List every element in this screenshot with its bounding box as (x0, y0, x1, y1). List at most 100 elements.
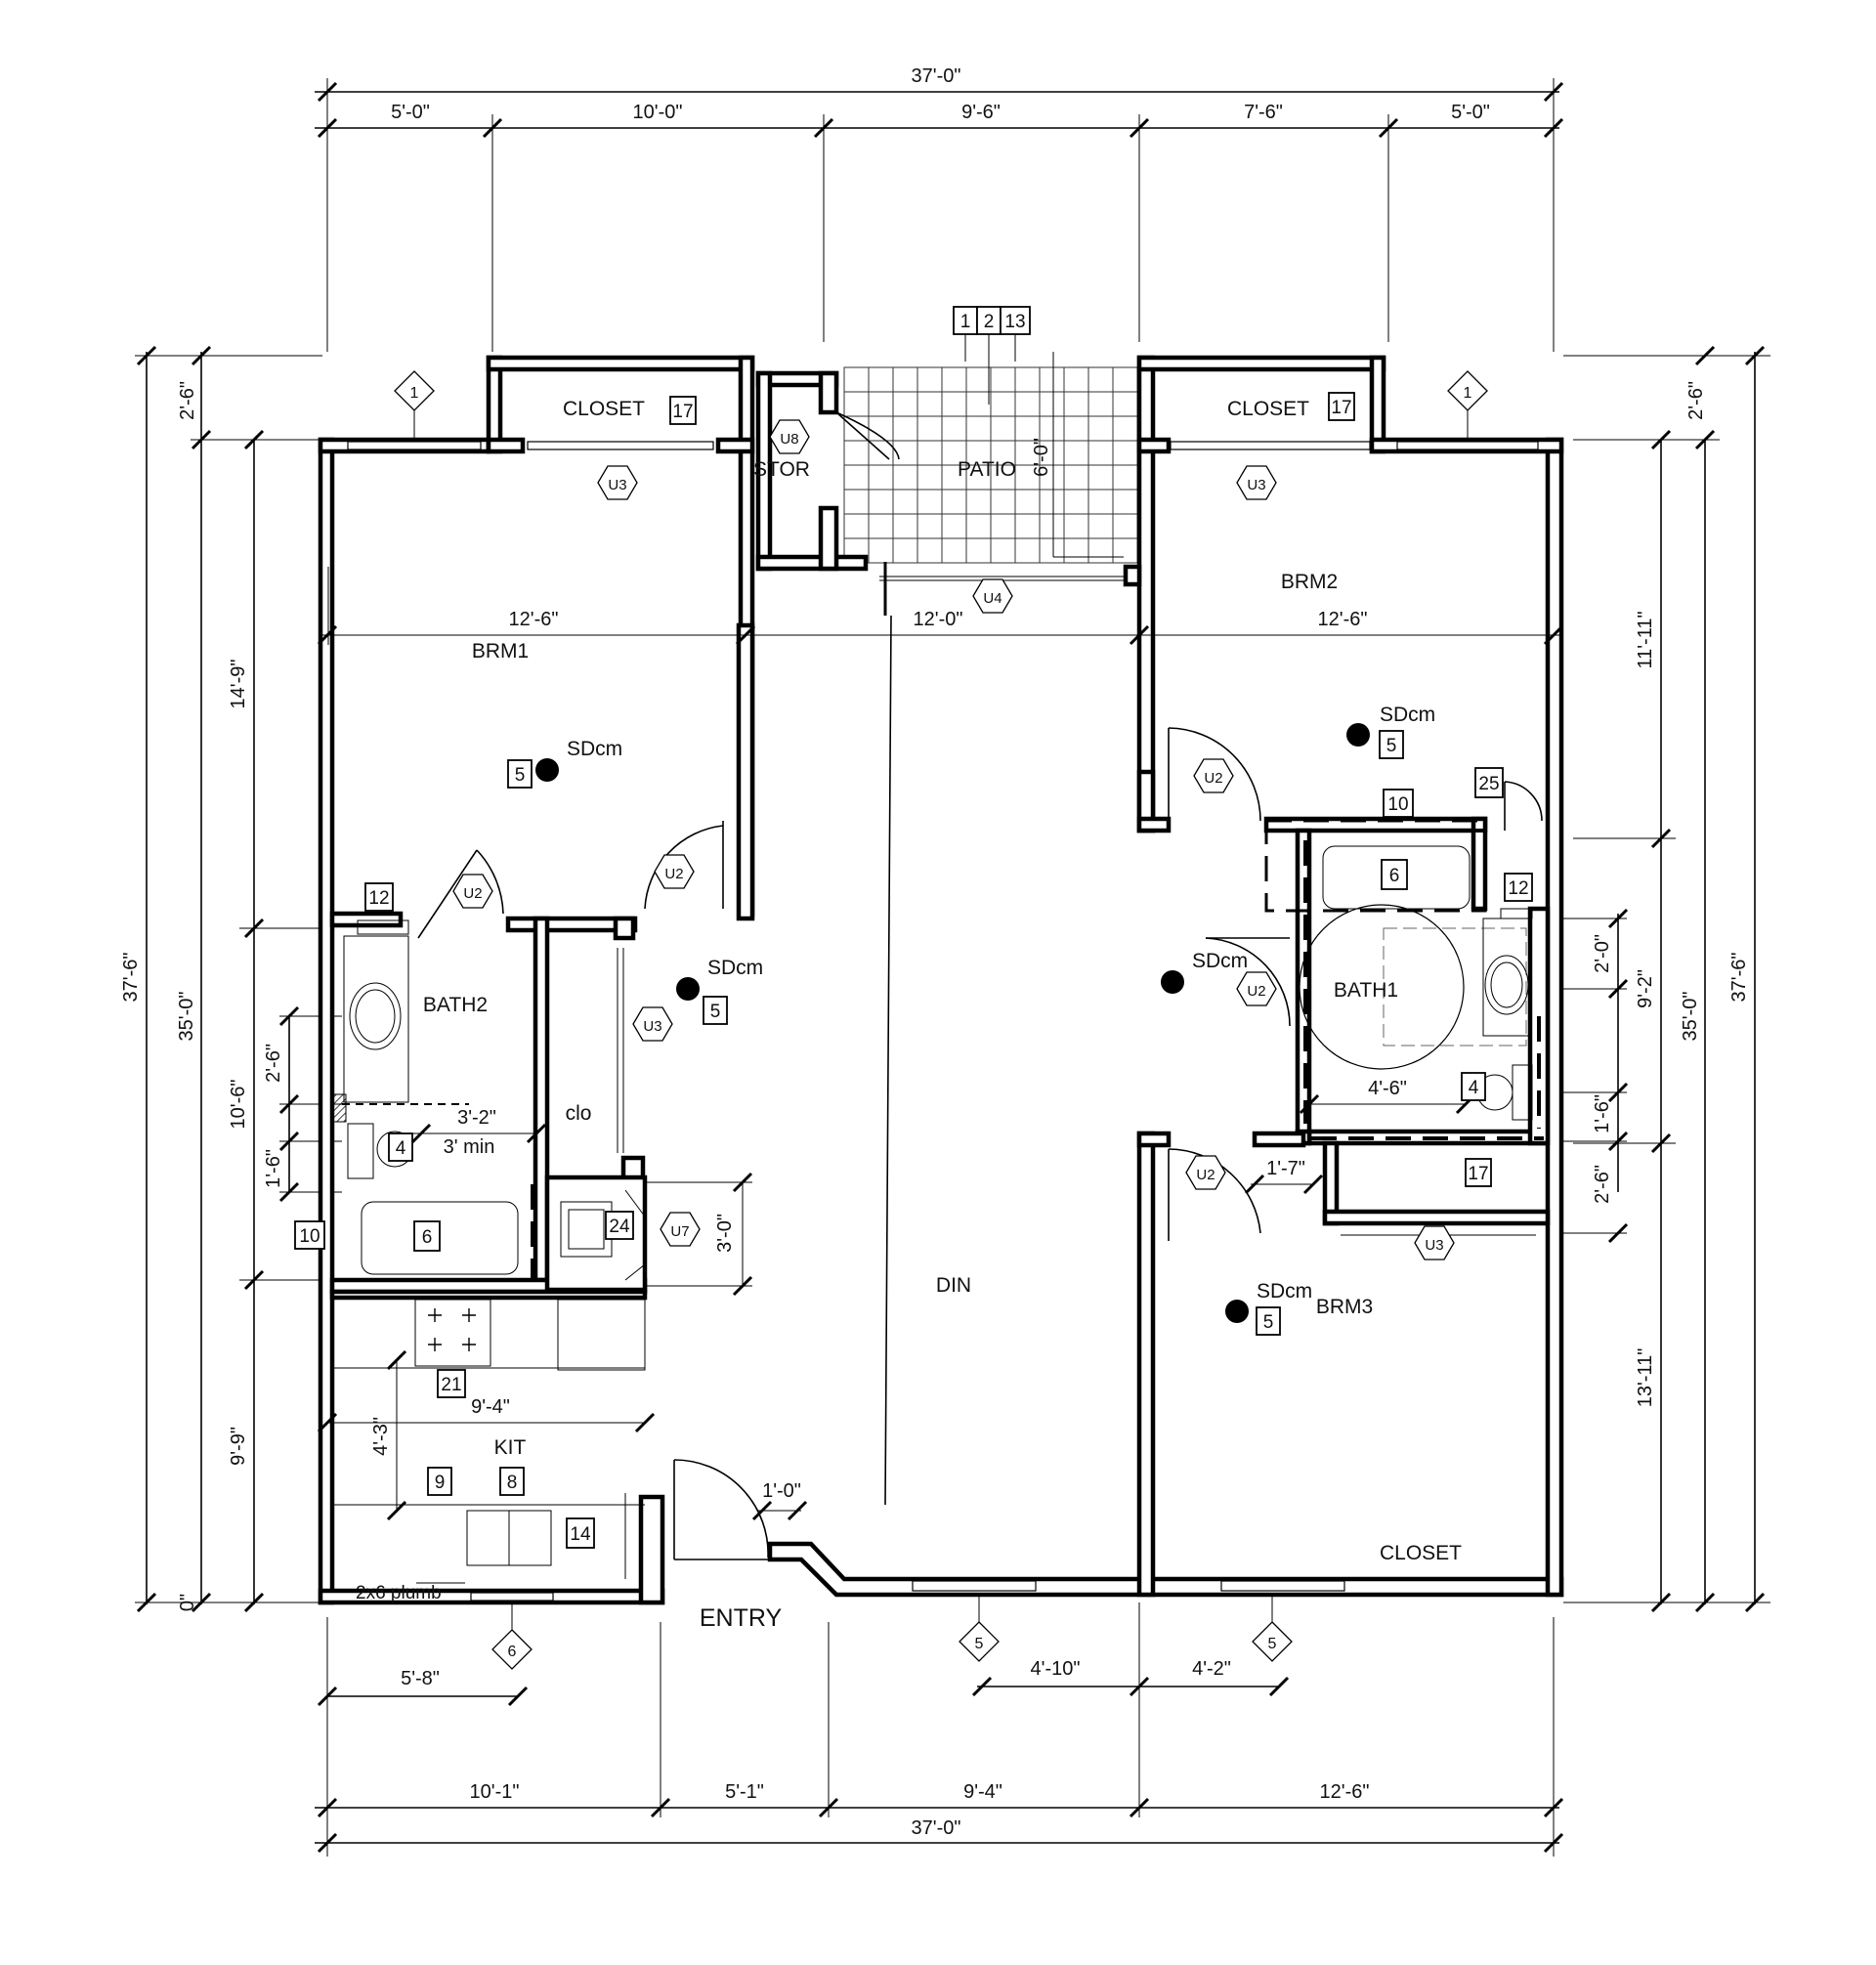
bath2-min-dim: 3' min (444, 1136, 495, 1158)
left-inner-dim-1: 14'-9" (228, 660, 249, 709)
elevation-tag: 1 (1447, 370, 1488, 411)
svg-text:6: 6 (1389, 866, 1400, 886)
elevation-markers: 1 1 6 5 5 (394, 370, 1488, 1670)
key-tag: 12 (1504, 873, 1533, 902)
svg-text:8: 8 (507, 1473, 518, 1493)
top-overall-dim: 37'-0" (912, 65, 961, 87)
hex-tag: U3 (1236, 465, 1277, 500)
door-window-hex-tags: U8 U3 U3 U4 U2 U2 U2 U2 U2 U3 U3 U7 (452, 419, 1455, 1260)
brm3-label: BRM3 (1316, 1296, 1373, 1318)
closet-jamb-dim: 1'-7" (1266, 1158, 1305, 1179)
brm1-label: BRM1 (472, 640, 529, 662)
key-tag: 5 (507, 759, 533, 789)
key-tag: 2 (976, 306, 1002, 335)
left-dimension-lines: 2'-6" 37'-6" 0" 35'-0" 14'-9" 10'-6" 9'-… (120, 345, 342, 1613)
elevation-tag: 5 (1252, 1621, 1293, 1662)
right-outer-dim-overall: 37'-6" (1728, 953, 1750, 1003)
elevation-tag: 6 (491, 1629, 533, 1670)
key-tag: 9 (427, 1467, 452, 1496)
closet-se-label: CLOSET (1380, 1542, 1462, 1564)
svg-text:U3: U3 (643, 1018, 661, 1035)
key-tag: 6 (1381, 859, 1408, 890)
bath1-clear-dim: 4'-6" (1368, 1078, 1407, 1099)
bottom-dim-2: 5'-1" (725, 1781, 764, 1803)
key-tag: 25 (1474, 767, 1504, 798)
smoke-detector-icon (1225, 1300, 1249, 1323)
svg-text:12: 12 (368, 888, 389, 909)
hex-tag: U2 (1193, 758, 1234, 793)
stor-label: STOR (753, 458, 810, 481)
key-tag: 10 (294, 1220, 325, 1250)
key-tag: 17 (669, 396, 697, 425)
sd-label-brm2: SDcm (1380, 704, 1435, 726)
top-dim-4: 7'-6" (1244, 102, 1283, 123)
interior-dims: 12'-6" 12'-0" 12'-6" 6'-0" 3'-2" 3' min … (317, 438, 1564, 1521)
top-dimension-lines: 37'-0" 5'-0" 10'-0" 9'-6" 7'-6" 5'-0" (315, 65, 1564, 352)
svg-text:U7: U7 (670, 1223, 689, 1240)
patio-label: PATIO (958, 458, 1016, 481)
top-dim-3: 9'-6" (961, 102, 1001, 123)
stove-burners (428, 1308, 476, 1351)
left-inner-dim-overall: 35'-0" (176, 992, 197, 1042)
svg-text:10: 10 (1387, 794, 1408, 815)
svg-text:24: 24 (609, 1217, 630, 1237)
hex-tag: U8 (769, 419, 810, 454)
door-swings (417, 411, 1543, 1560)
smoke-detector-icon (535, 758, 559, 782)
key-tag: 8 (499, 1467, 525, 1496)
key-tag: 5 (1379, 730, 1404, 759)
svg-text:2: 2 (984, 312, 995, 332)
svg-text:5: 5 (1268, 1636, 1277, 1652)
right-inner-dim-3: 13'-11" (1635, 1348, 1656, 1408)
room-labels: CLOSET CLOSET STOR PATIO BRM1 BRM2 BRM3 … (356, 398, 1462, 1632)
hex-tag: U2 (654, 854, 695, 889)
entry-jamb-dim: 1'-0" (762, 1480, 801, 1502)
bath1-tub (1322, 845, 1471, 910)
right-dimension-lines: 2'-6" 37'-6" 35'-0" 11'-11" 9'-2" 13'-11… (1554, 345, 1770, 1613)
sd-label-brm3: SDcm (1257, 1280, 1312, 1303)
right-inner-dim-overall: 35'-0" (1680, 992, 1701, 1042)
fixtures (331, 845, 1533, 1584)
svg-text:4: 4 (396, 1138, 406, 1159)
key-tag: 4 (388, 1132, 413, 1162)
clo-label: clo (566, 1102, 592, 1125)
sd-label-hall: SDcm (707, 957, 763, 979)
hex-tag: U3 (1414, 1225, 1455, 1260)
key-note-tags: 1 2 13 17 17 5 5 5 5 12 12 10 10 25 6 6 … (294, 306, 1533, 1549)
svg-text:U2: U2 (1204, 770, 1222, 787)
tag-leaders (964, 334, 1016, 405)
plumb-note: 2x6 plumb (356, 1583, 442, 1603)
svg-text:1: 1 (410, 385, 419, 402)
bottom-local-dim-2: 4'-10" (1031, 1658, 1081, 1680)
kit-depth-dim: 4'-3" (370, 1417, 392, 1456)
closet-nw-label: CLOSET (563, 398, 645, 420)
key-tag: 12 (364, 882, 394, 912)
right-local-dim-3: 2'-6" (1592, 1165, 1613, 1204)
left-local-dim-2: 1'-6" (263, 1149, 284, 1188)
svg-text:U3: U3 (1247, 477, 1265, 493)
key-tag: 5 (1256, 1306, 1281, 1336)
din-width-dim: 12'-0" (914, 609, 963, 630)
left-inner-dim-3: 9'-9" (228, 1427, 249, 1466)
svg-text:12: 12 (1508, 878, 1528, 899)
elevation-tag: 5 (959, 1621, 1000, 1662)
svg-text:9: 9 (435, 1473, 446, 1493)
left-inner-dim-2: 10'-6" (228, 1080, 249, 1130)
svg-text:6: 6 (422, 1227, 433, 1248)
svg-text:6: 6 (508, 1644, 517, 1660)
overhead-dashed-lines (342, 819, 1544, 1282)
brm2-width-dim: 12'-6" (1318, 609, 1368, 630)
right-outer-dim-top: 2'-6" (1685, 381, 1707, 420)
bottom-local-dim-1: 5'-8" (401, 1668, 440, 1689)
bottom-overall-dim: 37'-0" (912, 1817, 961, 1839)
bottom-dim-4: 12'-6" (1320, 1781, 1370, 1803)
sd-label-din: SDcm (1192, 950, 1248, 972)
svg-text:U2: U2 (1247, 983, 1265, 1000)
svg-text:5: 5 (975, 1636, 984, 1652)
windows (327, 441, 1539, 1602)
hex-tag: U4 (972, 578, 1013, 614)
svg-text:14: 14 (570, 1524, 591, 1545)
top-dim-5: 5'-0" (1451, 102, 1490, 123)
kit-label: KIT (494, 1436, 527, 1459)
